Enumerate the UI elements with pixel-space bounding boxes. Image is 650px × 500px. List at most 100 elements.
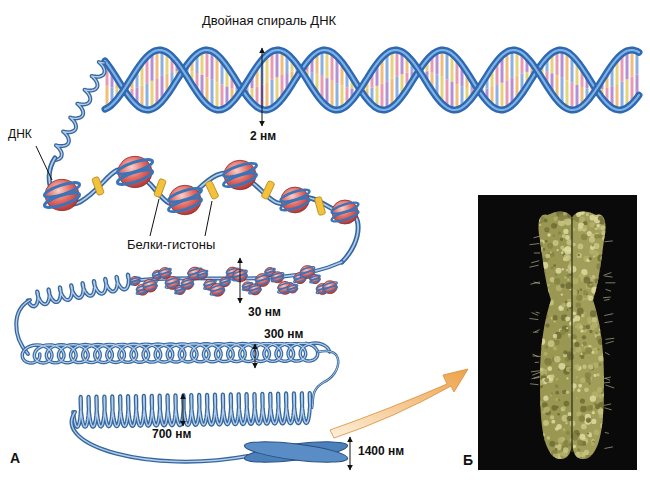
chromosome-fibre bbox=[535, 330, 540, 332]
chromatin-grain bbox=[566, 431, 570, 435]
chromatin-grain bbox=[548, 299, 554, 305]
chromosome-fibre bbox=[536, 312, 540, 313]
dna-wrap bbox=[165, 277, 181, 285]
chromatin-grain bbox=[534, 327, 539, 332]
chromatid-coil bbox=[72, 412, 248, 462]
loop-fibre bbox=[312, 351, 338, 408]
dna-wrap bbox=[142, 284, 158, 292]
dimension-arrow bbox=[183, 394, 184, 426]
chromatin-grain bbox=[553, 240, 559, 246]
chromatin-grain bbox=[567, 279, 569, 281]
chromatid-groove bbox=[571, 218, 572, 452]
chromatin-grain bbox=[576, 397, 578, 399]
chromatin-grain bbox=[540, 368, 544, 372]
chromatin-grain bbox=[542, 262, 549, 269]
chromatin-grain bbox=[604, 266, 606, 268]
chromatin-grain bbox=[595, 277, 602, 284]
chromatin-grain bbox=[539, 443, 542, 446]
chromatin-grain bbox=[598, 216, 603, 221]
chromatin-grain bbox=[543, 396, 548, 401]
dimension-arrow bbox=[255, 344, 256, 368]
chromatin-grain bbox=[542, 288, 549, 295]
chromatin-grain bbox=[556, 406, 559, 409]
base-pair bbox=[326, 50, 329, 78]
chromatin-grain bbox=[580, 329, 583, 332]
base-pair bbox=[511, 50, 514, 78]
chromatin-grain bbox=[538, 289, 543, 294]
text-label: 30 нм bbox=[246, 306, 283, 320]
chromatin-grain bbox=[598, 363, 601, 366]
chromatin-grain bbox=[540, 205, 547, 212]
chromatin-grain bbox=[589, 383, 591, 385]
chromatin-grain bbox=[577, 254, 579, 256]
chromatin-grain bbox=[572, 434, 578, 440]
chromatin-grain bbox=[580, 378, 584, 382]
chromatin-grain bbox=[547, 366, 552, 371]
chromatin-grain bbox=[556, 378, 559, 381]
chromatin-grain bbox=[558, 437, 564, 443]
chromatin-grain bbox=[551, 420, 555, 424]
chromatin-grain bbox=[602, 236, 607, 241]
chromatin-grain bbox=[536, 246, 542, 252]
chromatin-grain bbox=[593, 255, 595, 257]
chromosome-fibre bbox=[604, 240, 612, 242]
chromatin-grain bbox=[604, 394, 607, 397]
base-pair bbox=[266, 82, 269, 110]
chromatin-grain bbox=[585, 372, 591, 378]
chromatin-grain bbox=[581, 416, 585, 420]
chromatin-grain bbox=[556, 268, 562, 274]
chromatin-grain bbox=[560, 329, 566, 335]
chromatin-grain bbox=[577, 253, 582, 258]
chromatin-grain bbox=[577, 448, 580, 451]
chromatin-grain bbox=[534, 239, 540, 245]
chromosome-fibre bbox=[604, 299, 609, 300]
base-pair bbox=[571, 83, 574, 110]
chromatin-grain bbox=[595, 278, 601, 284]
chromatin-grain bbox=[579, 217, 585, 223]
chromatin-grain bbox=[599, 317, 603, 321]
chromatin-grain bbox=[547, 233, 550, 236]
chromosome-fibre bbox=[606, 341, 614, 343]
chromatin-grain bbox=[580, 453, 583, 456]
chromatin-grain bbox=[602, 295, 606, 299]
chromatin-grain bbox=[555, 427, 559, 431]
chromatin-grain bbox=[553, 315, 558, 320]
chromosome-arm bbox=[243, 438, 348, 467]
chromatin-grain bbox=[545, 323, 549, 327]
fibre-core bbox=[132, 262, 342, 281]
dna-wrap bbox=[167, 186, 203, 205]
chromatin-grain bbox=[576, 323, 582, 329]
chromatin-grain bbox=[600, 423, 606, 429]
base-pair bbox=[156, 50, 159, 78]
chromatin-grain bbox=[566, 367, 571, 372]
chromatin-grain bbox=[581, 355, 585, 359]
chromatin-grain bbox=[586, 417, 591, 422]
dna-coil bbox=[54, 62, 105, 160]
chromatin-grain bbox=[544, 406, 550, 412]
chromatin-grain bbox=[558, 231, 561, 234]
chromatin-grain bbox=[565, 235, 570, 240]
chromatid-coil-highlight bbox=[73, 393, 310, 427]
histone-core bbox=[272, 272, 284, 283]
chromatin-grain bbox=[579, 415, 586, 422]
chromatin-grain bbox=[545, 208, 549, 212]
chromatin-grain bbox=[599, 441, 602, 444]
chromatin-grain bbox=[598, 296, 604, 302]
chromatin-grain bbox=[552, 406, 557, 411]
chromatin-grain bbox=[592, 348, 599, 355]
chromatin-grain bbox=[601, 296, 604, 299]
chromosome-fibre bbox=[605, 321, 613, 322]
chromatin-grain bbox=[539, 438, 545, 444]
chromatin-grain bbox=[536, 250, 542, 256]
chromosome-fibre bbox=[530, 243, 540, 244]
chromatin-grain bbox=[602, 393, 606, 397]
chromosome-fibre bbox=[534, 282, 541, 284]
chromatin-grain bbox=[561, 407, 566, 412]
chromatin-grain bbox=[591, 287, 598, 294]
chromatin-grain bbox=[533, 438, 539, 444]
chromatin-grain bbox=[580, 377, 585, 382]
chromatin-grain bbox=[536, 224, 538, 226]
chromatin-grain bbox=[548, 340, 555, 347]
chromatin-grain bbox=[602, 435, 606, 439]
chromatin-grain bbox=[535, 453, 541, 459]
